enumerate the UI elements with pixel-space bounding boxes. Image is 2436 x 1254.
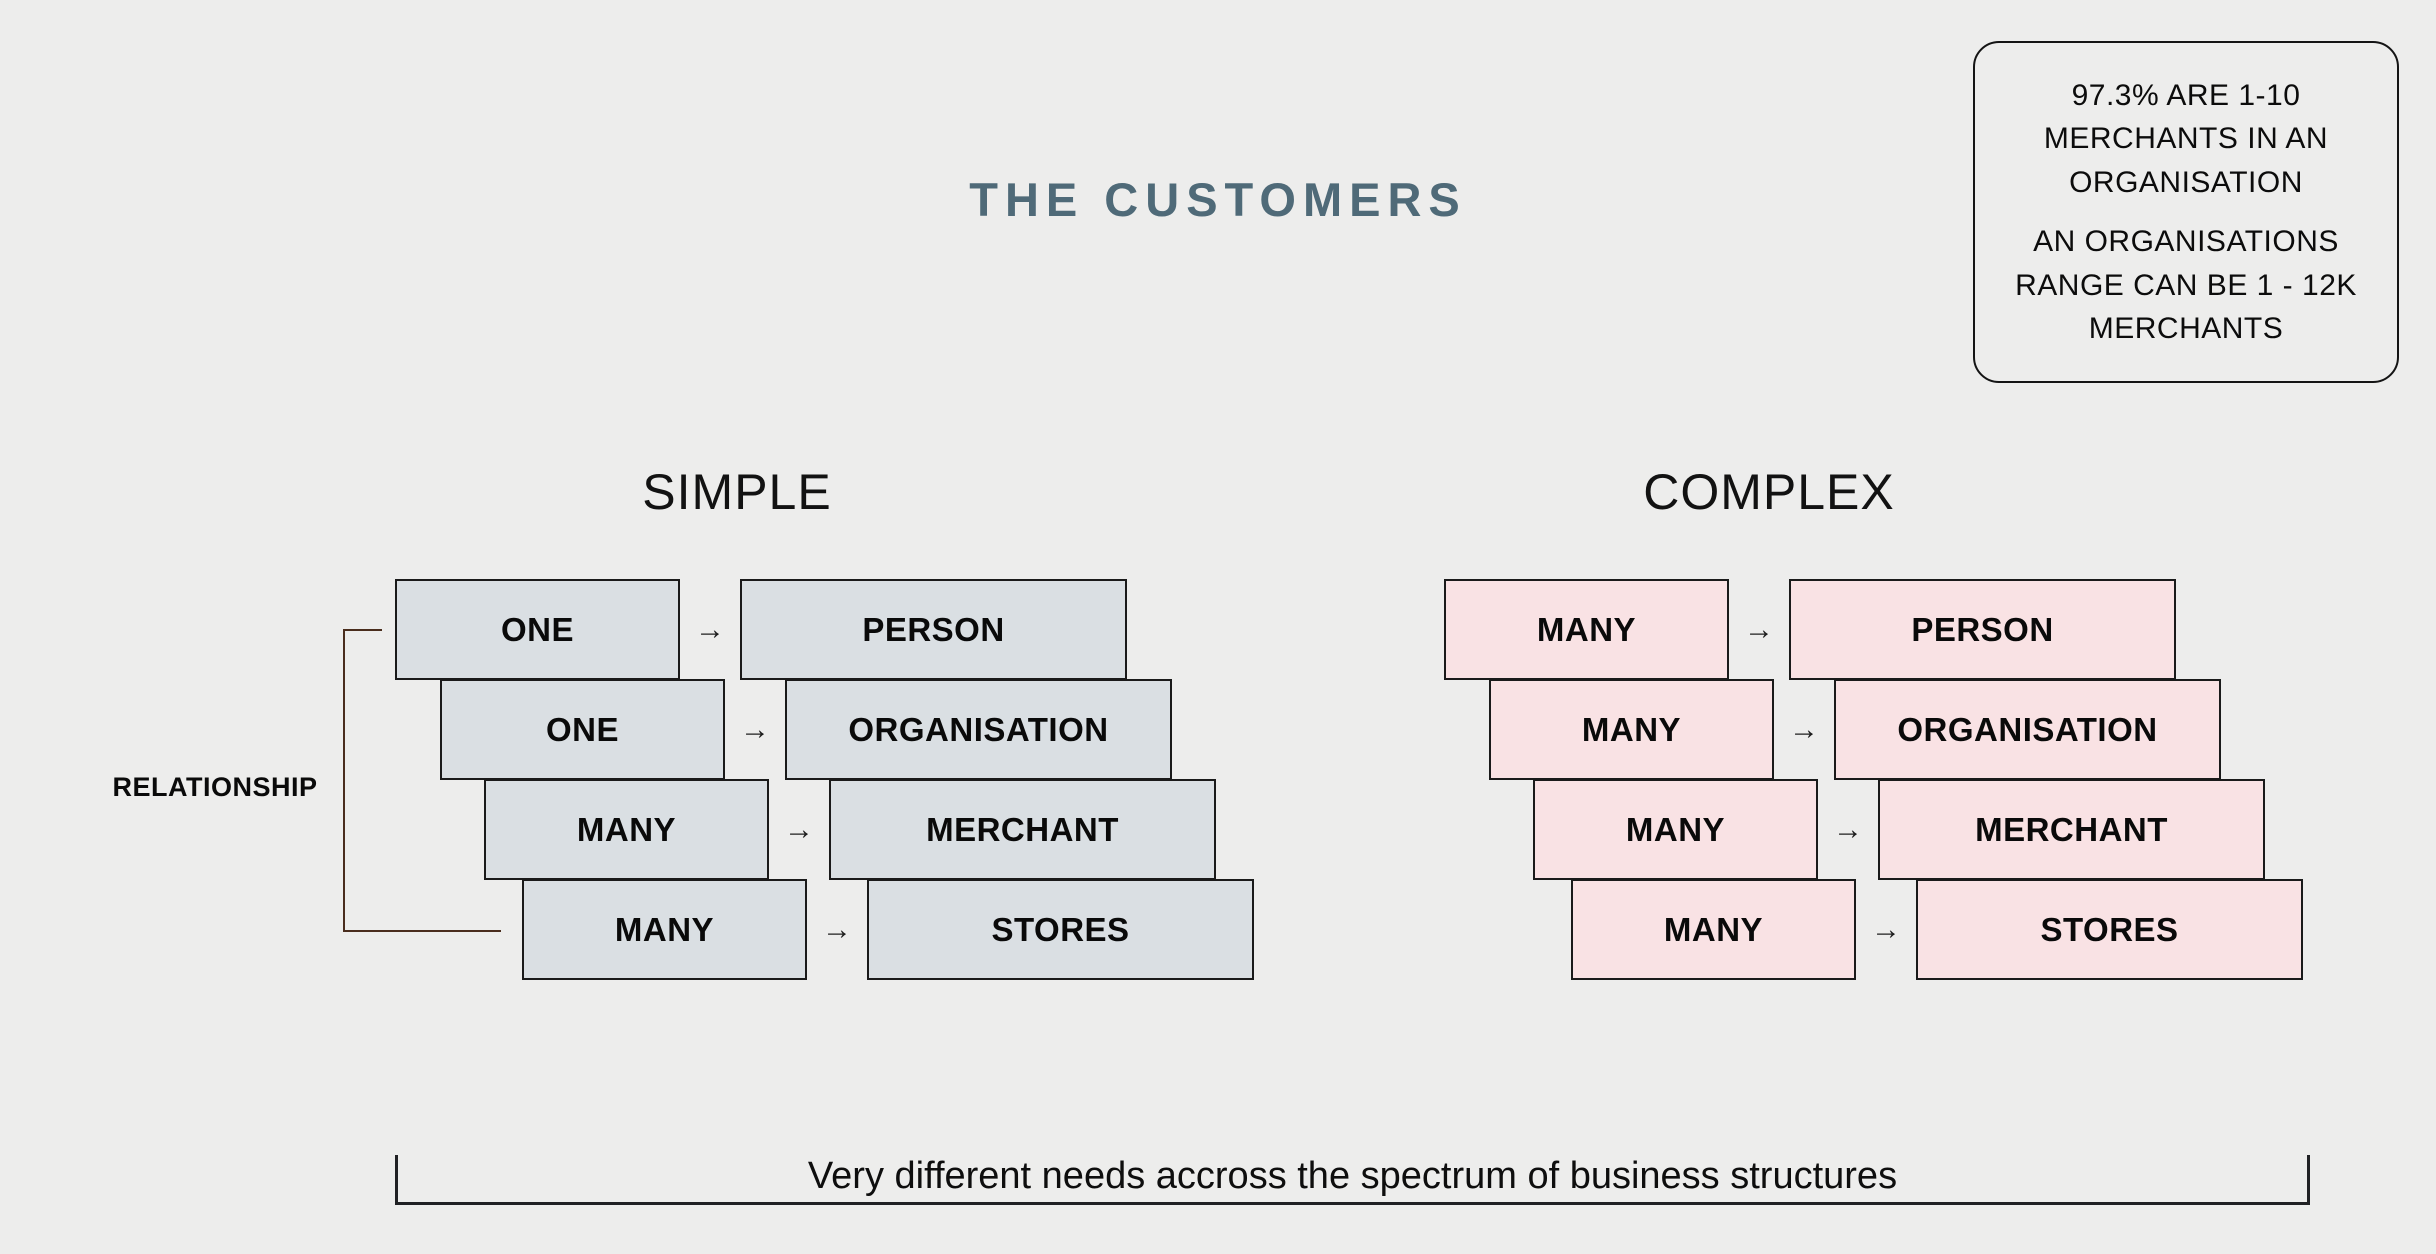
arrow-cell: →	[1818, 779, 1878, 880]
relationship-bracket-bottom-stub	[343, 930, 501, 932]
right-arrow-icon: →	[822, 912, 852, 946]
entity-box: MERCHANT	[1878, 779, 2265, 880]
cardinality-box: MANY	[484, 779, 769, 880]
cardinality-label: MANY	[1625, 810, 1726, 848]
relation-row: MANY → MERCHANT	[484, 779, 1216, 880]
relation-row: ONE → PERSON	[395, 579, 1127, 680]
right-arrow-icon: →	[740, 712, 770, 746]
entity-label: ORGANISATION	[1897, 710, 2158, 748]
section-title-simple: SIMPLE	[642, 464, 832, 520]
relation-row: MANY → STORES	[522, 879, 1254, 980]
relationship-bracket-vertical-line	[343, 629, 345, 932]
cardinality-label: MANY	[1581, 710, 1682, 748]
entity-box: MERCHANT	[829, 779, 1216, 880]
arrow-cell: →	[807, 879, 867, 980]
entity-box: PERSON	[1789, 579, 2176, 680]
arrow-cell: →	[680, 579, 740, 680]
arrow-cell: →	[1774, 679, 1834, 780]
cardinality-box: MANY	[1533, 779, 1818, 880]
entity-label: MERCHANT	[1975, 810, 2168, 848]
entity-label: STORES	[2040, 910, 2179, 948]
cardinality-box: ONE	[395, 579, 680, 680]
arrow-cell: →	[769, 779, 829, 880]
entity-label: MERCHANT	[926, 810, 1119, 848]
cardinality-box: MANY	[1444, 579, 1729, 680]
cardinality-box: MANY	[522, 879, 807, 980]
stat-organisation-range: AN ORGANISATIONS RANGE CAN BE 1 - 12K ME…	[2015, 225, 2357, 345]
relation-row: MANY → PERSON	[1444, 579, 2176, 680]
relation-row: MANY → MERCHANT	[1533, 779, 2265, 880]
entity-box: ORGANISATION	[785, 679, 1172, 780]
entity-label: PERSON	[1911, 610, 2054, 648]
right-arrow-icon: →	[1833, 812, 1863, 846]
cardinality-label: MANY	[1536, 610, 1637, 648]
relationship-label: RELATIONSHIP	[112, 772, 318, 802]
cardinality-box: MANY	[1571, 879, 1856, 980]
cardinality-box: ONE	[440, 679, 725, 780]
right-arrow-icon: →	[1789, 712, 1819, 746]
spectrum-bracket: Very different needs accross the spectru…	[395, 1155, 2310, 1205]
arrow-cell: →	[1856, 879, 1916, 980]
cardinality-label: ONE	[500, 610, 574, 648]
relation-row: MANY → ORGANISATION	[1489, 679, 2221, 780]
entity-label: ORGANISATION	[848, 710, 1109, 748]
cardinality-label: MANY	[576, 810, 677, 848]
entity-label: PERSON	[862, 610, 1005, 648]
entity-box: STORES	[1916, 879, 2303, 980]
cardinality-label: ONE	[545, 710, 619, 748]
relation-row: MANY → STORES	[1571, 879, 2303, 980]
entity-box: PERSON	[740, 579, 1127, 680]
entity-label: STORES	[991, 910, 1130, 948]
right-arrow-icon: →	[1744, 612, 1774, 646]
relationship-bracket-top-stub	[343, 629, 382, 631]
section-title-complex: COMPLEX	[1643, 464, 1895, 520]
entity-box: STORES	[867, 879, 1254, 980]
right-arrow-icon: →	[695, 612, 725, 646]
arrow-cell: →	[725, 679, 785, 780]
spectrum-caption: Very different needs accross the spectru…	[807, 1155, 1898, 1197]
stats-callout-box: 97.3% ARE 1-10 MERCHANTS IN AN ORGANISAT…	[1973, 41, 2399, 383]
page-title: THE CUSTOMERS	[969, 173, 1467, 226]
entity-box: ORGANISATION	[1834, 679, 2221, 780]
cardinality-label: MANY	[1663, 910, 1764, 948]
right-arrow-icon: →	[784, 812, 814, 846]
stat-merchants-share: 97.3% ARE 1-10 MERCHANTS IN AN ORGANISAT…	[2043, 78, 2329, 199]
cardinality-box: MANY	[1489, 679, 1774, 780]
cardinality-label: MANY	[614, 910, 715, 948]
relation-row: ONE → ORGANISATION	[440, 679, 1172, 780]
arrow-cell: →	[1729, 579, 1789, 680]
right-arrow-icon: →	[1871, 912, 1901, 946]
